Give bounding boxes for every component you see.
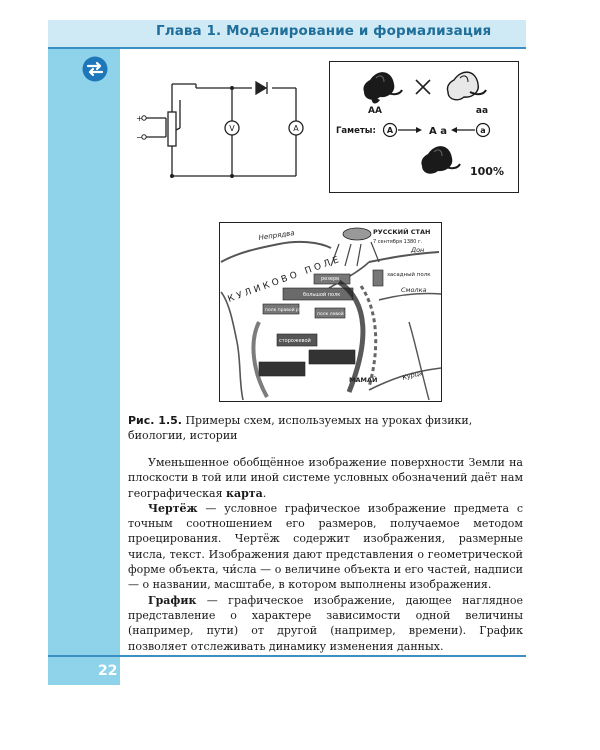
header-rule bbox=[48, 47, 526, 49]
chapter-header-band bbox=[48, 20, 526, 47]
map-label-don: Дон bbox=[410, 246, 424, 254]
genetics-box: АА аа Гаметы: А А а а 100% bbox=[329, 61, 519, 193]
exchange-arrows-icon bbox=[82, 56, 108, 82]
offspring-percent: 100% bbox=[470, 165, 504, 178]
paragraph-graph-text: — графическое изображение, дающее нагляд… bbox=[128, 593, 523, 653]
term-graph: График bbox=[148, 593, 197, 607]
term-map: карта bbox=[226, 486, 263, 500]
margin-band bbox=[48, 49, 120, 657]
body-text: Уменьшенное обобщённое изображение повер… bbox=[128, 455, 523, 654]
footer-band bbox=[48, 657, 120, 685]
voltmeter-label: V bbox=[229, 124, 235, 133]
flower-offspring-icon bbox=[421, 146, 461, 174]
paragraph-drawing: Чертёж — условное графическое изображени… bbox=[128, 501, 523, 593]
paragraph-map-end: . bbox=[262, 486, 267, 500]
paragraph-graph: График — графическое изображение, дающее… bbox=[128, 593, 523, 654]
footer-rule bbox=[48, 655, 526, 657]
page-number: 22 bbox=[98, 663, 118, 679]
map-label-date: 7 сентября 1380 г. bbox=[373, 239, 423, 245]
term-drawing: Чертёж bbox=[148, 501, 198, 515]
map-label-smolka: Смолка bbox=[401, 286, 426, 294]
minus-terminal: − bbox=[136, 133, 143, 142]
chapter-title: Глава 1. Моделирование и формализация bbox=[156, 23, 492, 39]
ammeter-label: A bbox=[293, 124, 299, 133]
map-label-bolshoy-polk: большой полк bbox=[303, 291, 340, 298]
battle-map: Непрядва РУССКИЙ СТАН 7 сентября 1380 г.… bbox=[219, 222, 442, 402]
map-label-polk-pravoy-ruki: полк правой руки bbox=[265, 306, 307, 313]
figure-caption-label: Рис. 1.5. bbox=[128, 414, 182, 427]
plus-terminal: + bbox=[136, 114, 143, 123]
parent2-genotype: аа bbox=[476, 106, 488, 116]
paragraph-map: Уменьшенное обобщённое изображение повер… bbox=[128, 455, 523, 501]
map-label-rezerv-2: резерв bbox=[317, 372, 335, 378]
gamete-1: А bbox=[387, 126, 394, 135]
flower-dark-icon bbox=[363, 72, 403, 104]
map-label-zasadny-polk: засадный полк bbox=[387, 271, 431, 278]
paragraph-drawing-text: — условное графическое изображение предм… bbox=[128, 501, 523, 592]
figure-caption-text: Примеры схем, используемых на уроках физ… bbox=[128, 414, 473, 442]
offspring-genotype: А а bbox=[429, 126, 447, 137]
gametes-label: Гаметы: bbox=[336, 126, 376, 136]
parent1-genotype: АА bbox=[368, 106, 382, 116]
map-label-rezerv: резерв bbox=[321, 276, 339, 282]
figure-caption: Рис. 1.5. Примеры схем, используемых на … bbox=[128, 413, 523, 443]
paragraph-map-text: Уменьшенное обобщённое изображение повер… bbox=[128, 456, 523, 500]
map-label-mamay: МАМАЙ bbox=[349, 375, 377, 384]
map-label-russky-stan: РУССКИЙ СТАН bbox=[373, 227, 430, 236]
gamete-2: а bbox=[480, 126, 485, 135]
map-label-storozhevoy: сторожевой bbox=[279, 337, 311, 344]
map-label-polk-levoy-ruki: полк левой руки bbox=[317, 310, 356, 317]
flower-light-icon bbox=[446, 71, 487, 101]
